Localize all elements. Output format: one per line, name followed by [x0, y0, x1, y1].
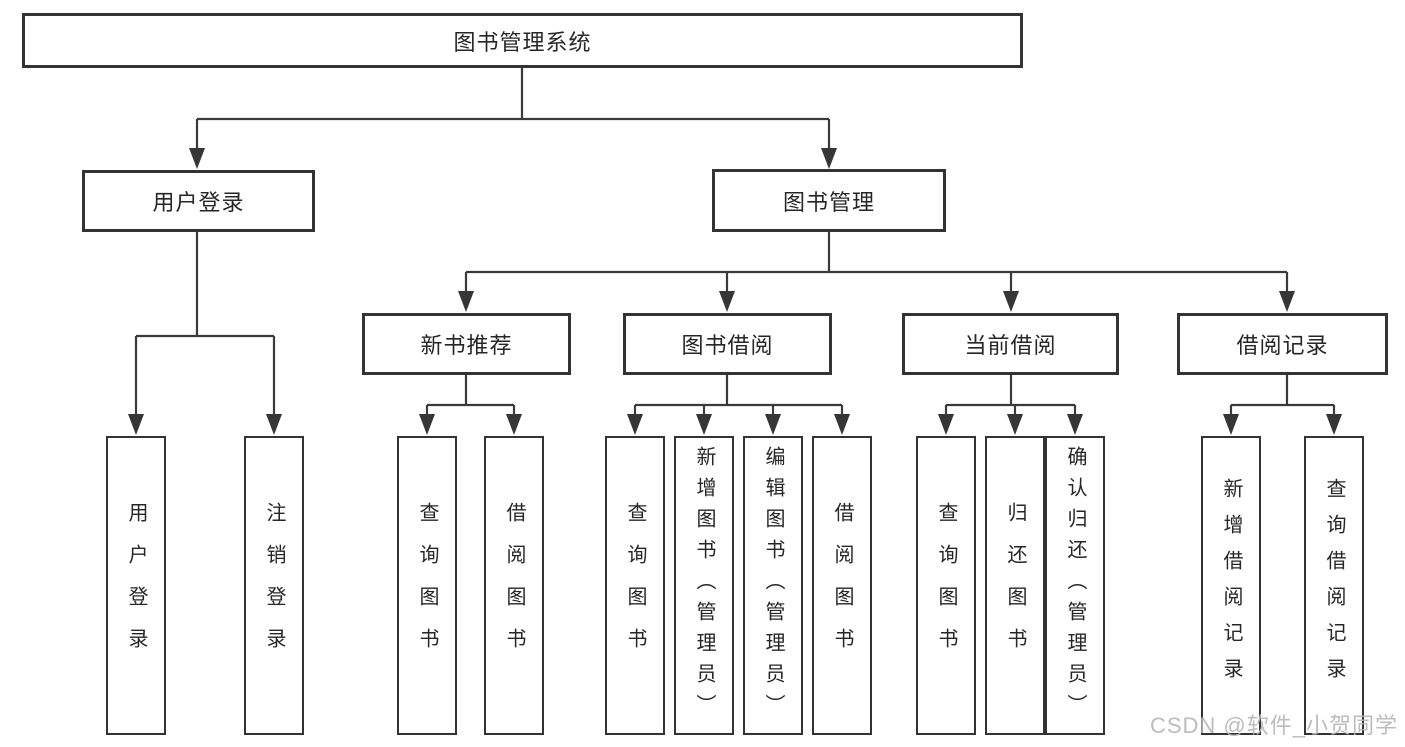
arrow-down-icon	[458, 291, 474, 312]
node-current-borrowing: 当前借阅	[902, 313, 1119, 375]
arrow-down-icon	[1007, 414, 1023, 435]
leaf-search-borrow-record: 查询借阅记录	[1304, 436, 1364, 735]
leaf-search-books-borrowing: 查询图书	[605, 436, 665, 735]
leaf-edit-book-admin: 编辑图书（管理员）	[743, 436, 803, 735]
node-label: 图书管理系统	[453, 29, 592, 55]
node-label: 用户登录	[152, 190, 245, 215]
arrow-down-icon	[506, 414, 522, 435]
arrow-down-icon	[1223, 414, 1239, 435]
arrow-down-icon	[765, 414, 781, 435]
leaf-label: 确认归还（管理员）	[1064, 446, 1086, 725]
csdn-watermark: CSDN @软件_小贺同学	[1149, 713, 1398, 738]
leaf-search-books-current: 查询图书	[916, 436, 976, 735]
arrow-down-icon	[719, 291, 735, 312]
arrow-down-icon	[696, 414, 712, 435]
leaf-borrow-books-recommend: 借阅图书	[484, 436, 544, 735]
leaf-label: 用户登录	[125, 501, 147, 670]
arrow-down-icon	[938, 414, 954, 435]
leaf-label: 新增图书（管理员）	[693, 446, 715, 725]
leaf-return-books: 归还图书	[985, 436, 1045, 735]
leaf-logout: 注销登录	[244, 436, 304, 735]
arrow-down-icon	[627, 414, 643, 435]
connector-paths	[134, 66, 1336, 418]
arrowheads	[128, 148, 1342, 435]
leaf-label: 新增借阅记录	[1220, 477, 1242, 694]
node-label: 当前借阅	[964, 333, 1057, 358]
leaf-label: 注销登录	[263, 501, 285, 670]
leaf-label: 编辑图书（管理员）	[762, 446, 784, 725]
arrow-down-icon	[419, 414, 435, 435]
node-label: 借阅记录	[1236, 333, 1329, 358]
arrow-down-icon	[1326, 414, 1342, 435]
arrow-down-icon	[1279, 291, 1295, 312]
leaf-label: 借阅图书	[503, 501, 525, 670]
leaf-user-login: 用户登录	[106, 436, 166, 735]
leaf-label: 查询图书	[416, 501, 438, 670]
arrow-down-icon	[189, 148, 205, 169]
leaf-confirm-return-admin: 确认归还（管理员）	[1045, 436, 1105, 735]
node-borrowing-records: 借阅记录	[1177, 313, 1388, 375]
node-book-management: 图书管理	[712, 169, 946, 232]
leaf-label: 借阅图书	[831, 501, 853, 670]
arrow-down-icon	[128, 414, 144, 435]
leaf-search-books-recommend: 查询图书	[397, 436, 457, 735]
node-library-management-system: 图书管理系统	[22, 13, 1023, 68]
node-book-borrowing: 图书借阅	[623, 313, 832, 375]
leaf-label: 查询图书	[624, 501, 646, 670]
arrow-down-icon	[834, 414, 850, 435]
arrow-down-icon	[821, 148, 837, 169]
node-new-book-recommendation: 新书推荐	[362, 313, 571, 375]
node-user-login: 用户登录	[82, 170, 315, 232]
leaf-borrow-books: 借阅图书	[812, 436, 872, 735]
node-label: 新书推荐	[420, 333, 513, 358]
leaf-add-book-admin: 新增图书（管理员）	[674, 436, 734, 735]
leaf-label: 查询图书	[935, 501, 957, 670]
leaf-label: 归还图书	[1004, 501, 1026, 670]
leaf-label: 查询借阅记录	[1323, 477, 1345, 694]
node-label: 图书管理	[782, 189, 875, 215]
arrow-down-icon	[1067, 414, 1083, 435]
arrow-down-icon	[266, 414, 282, 435]
arrow-down-icon	[1003, 291, 1019, 312]
leaf-add-borrow-record: 新增借阅记录	[1201, 436, 1261, 735]
node-label: 图书借阅	[681, 333, 774, 358]
